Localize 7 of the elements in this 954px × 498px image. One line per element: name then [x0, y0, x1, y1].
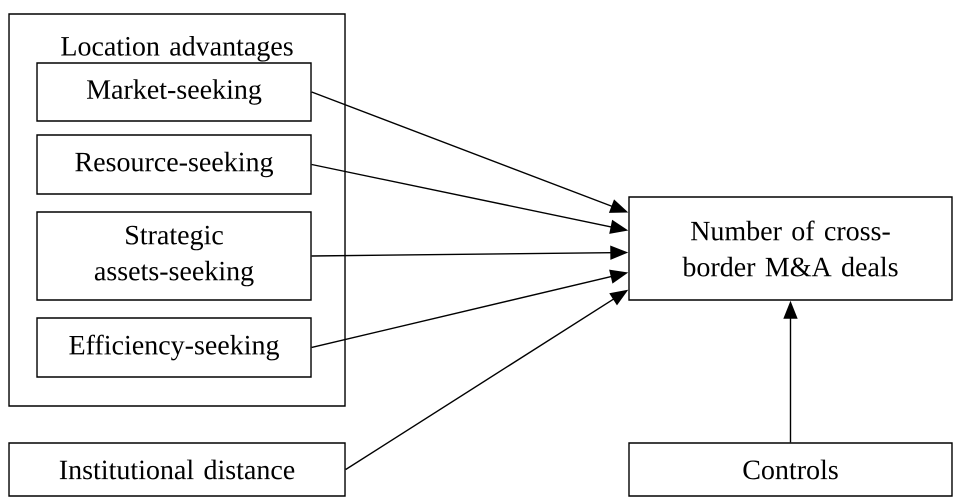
- process-box: Controls: [628, 442, 953, 497]
- process-box: Market-seeking: [36, 62, 312, 122]
- process-box: Number of cross-border M&A deals: [628, 196, 953, 301]
- process-box: Resource-seeking: [36, 134, 312, 195]
- process-box: Institutional distance: [8, 442, 346, 497]
- process-box: Efficiency-seeking: [36, 317, 312, 378]
- process-box: Strategic assets-seeking: [36, 211, 312, 301]
